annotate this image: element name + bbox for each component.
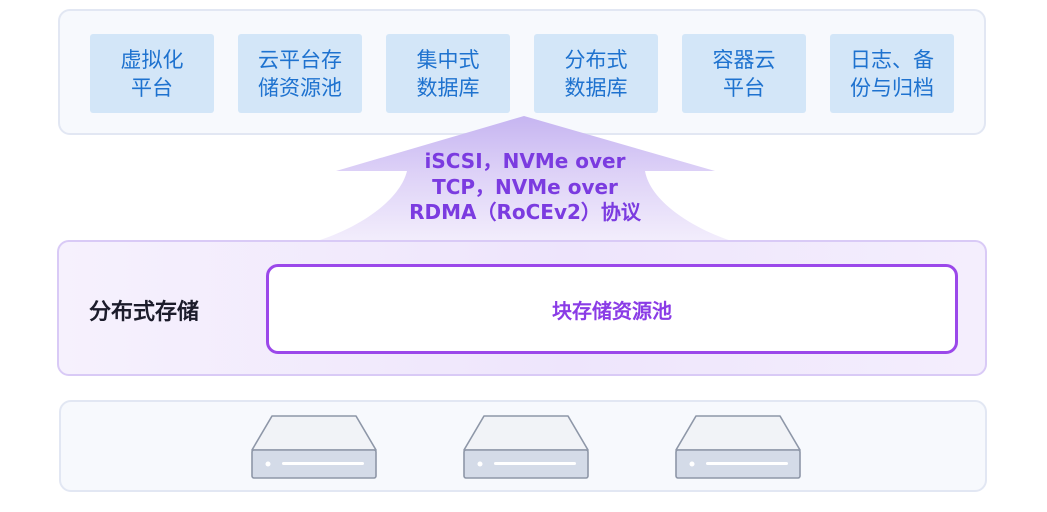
applications-panel: 虚拟化平台 云平台存储资源池 集中式数据库 分布式数据库 容器云平台 日志、备份… — [58, 9, 986, 135]
storage-title: 分布式存储 — [89, 300, 200, 325]
app-label-line: 储资源池 — [258, 75, 342, 100]
app-box-cloud-storage-pool[interactable]: 云平台存储资源池 — [238, 34, 362, 113]
app-label-line: 平台 — [723, 75, 765, 100]
block-storage-pool[interactable]: 块存储资源池 — [266, 264, 958, 354]
app-box-centralized-database[interactable]: 集中式数据库 — [386, 34, 510, 113]
app-label-line: 数据库 — [416, 75, 480, 100]
protocol-line: TCP，NVMe over — [432, 174, 618, 199]
app-box-log-backup-archive[interactable]: 日志、备份与归档 — [830, 34, 954, 113]
app-label-line: 份与归档 — [850, 75, 934, 100]
arrow-shape — [314, 116, 735, 242]
app-label-line: 分布式 — [564, 47, 628, 72]
app-label-line: 日志、备 — [850, 47, 934, 72]
server-icon — [251, 415, 377, 479]
distributed-storage-panel: 分布式存储 块存储资源池 — [57, 240, 987, 376]
app-label-line: 云平台存 — [258, 47, 342, 72]
app-box-distributed-database[interactable]: 分布式数据库 — [534, 34, 658, 113]
app-label-line: 集中式 — [416, 47, 480, 72]
app-box-container-cloud[interactable]: 容器云平台 — [682, 34, 806, 113]
hardware-panel — [59, 400, 987, 492]
protocol-line: RDMA（RoCEv2）协议 — [409, 200, 641, 224]
protocol-label: iSCSI，NVMe over TCP，NVMe over RDMA（RoCEv… — [380, 149, 670, 226]
server-icon — [463, 415, 589, 479]
protocol-line: iSCSI，NVMe over — [424, 149, 626, 173]
app-label-line: 数据库 — [564, 75, 628, 100]
app-label-line: 容器云 — [712, 47, 776, 72]
server-icon — [675, 415, 801, 479]
app-box-virtualization[interactable]: 虚拟化平台 — [90, 34, 214, 113]
pool-label: 块存储资源池 — [552, 298, 672, 323]
app-label-line: 平台 — [131, 75, 173, 100]
app-label-line: 虚拟化 — [120, 47, 184, 72]
